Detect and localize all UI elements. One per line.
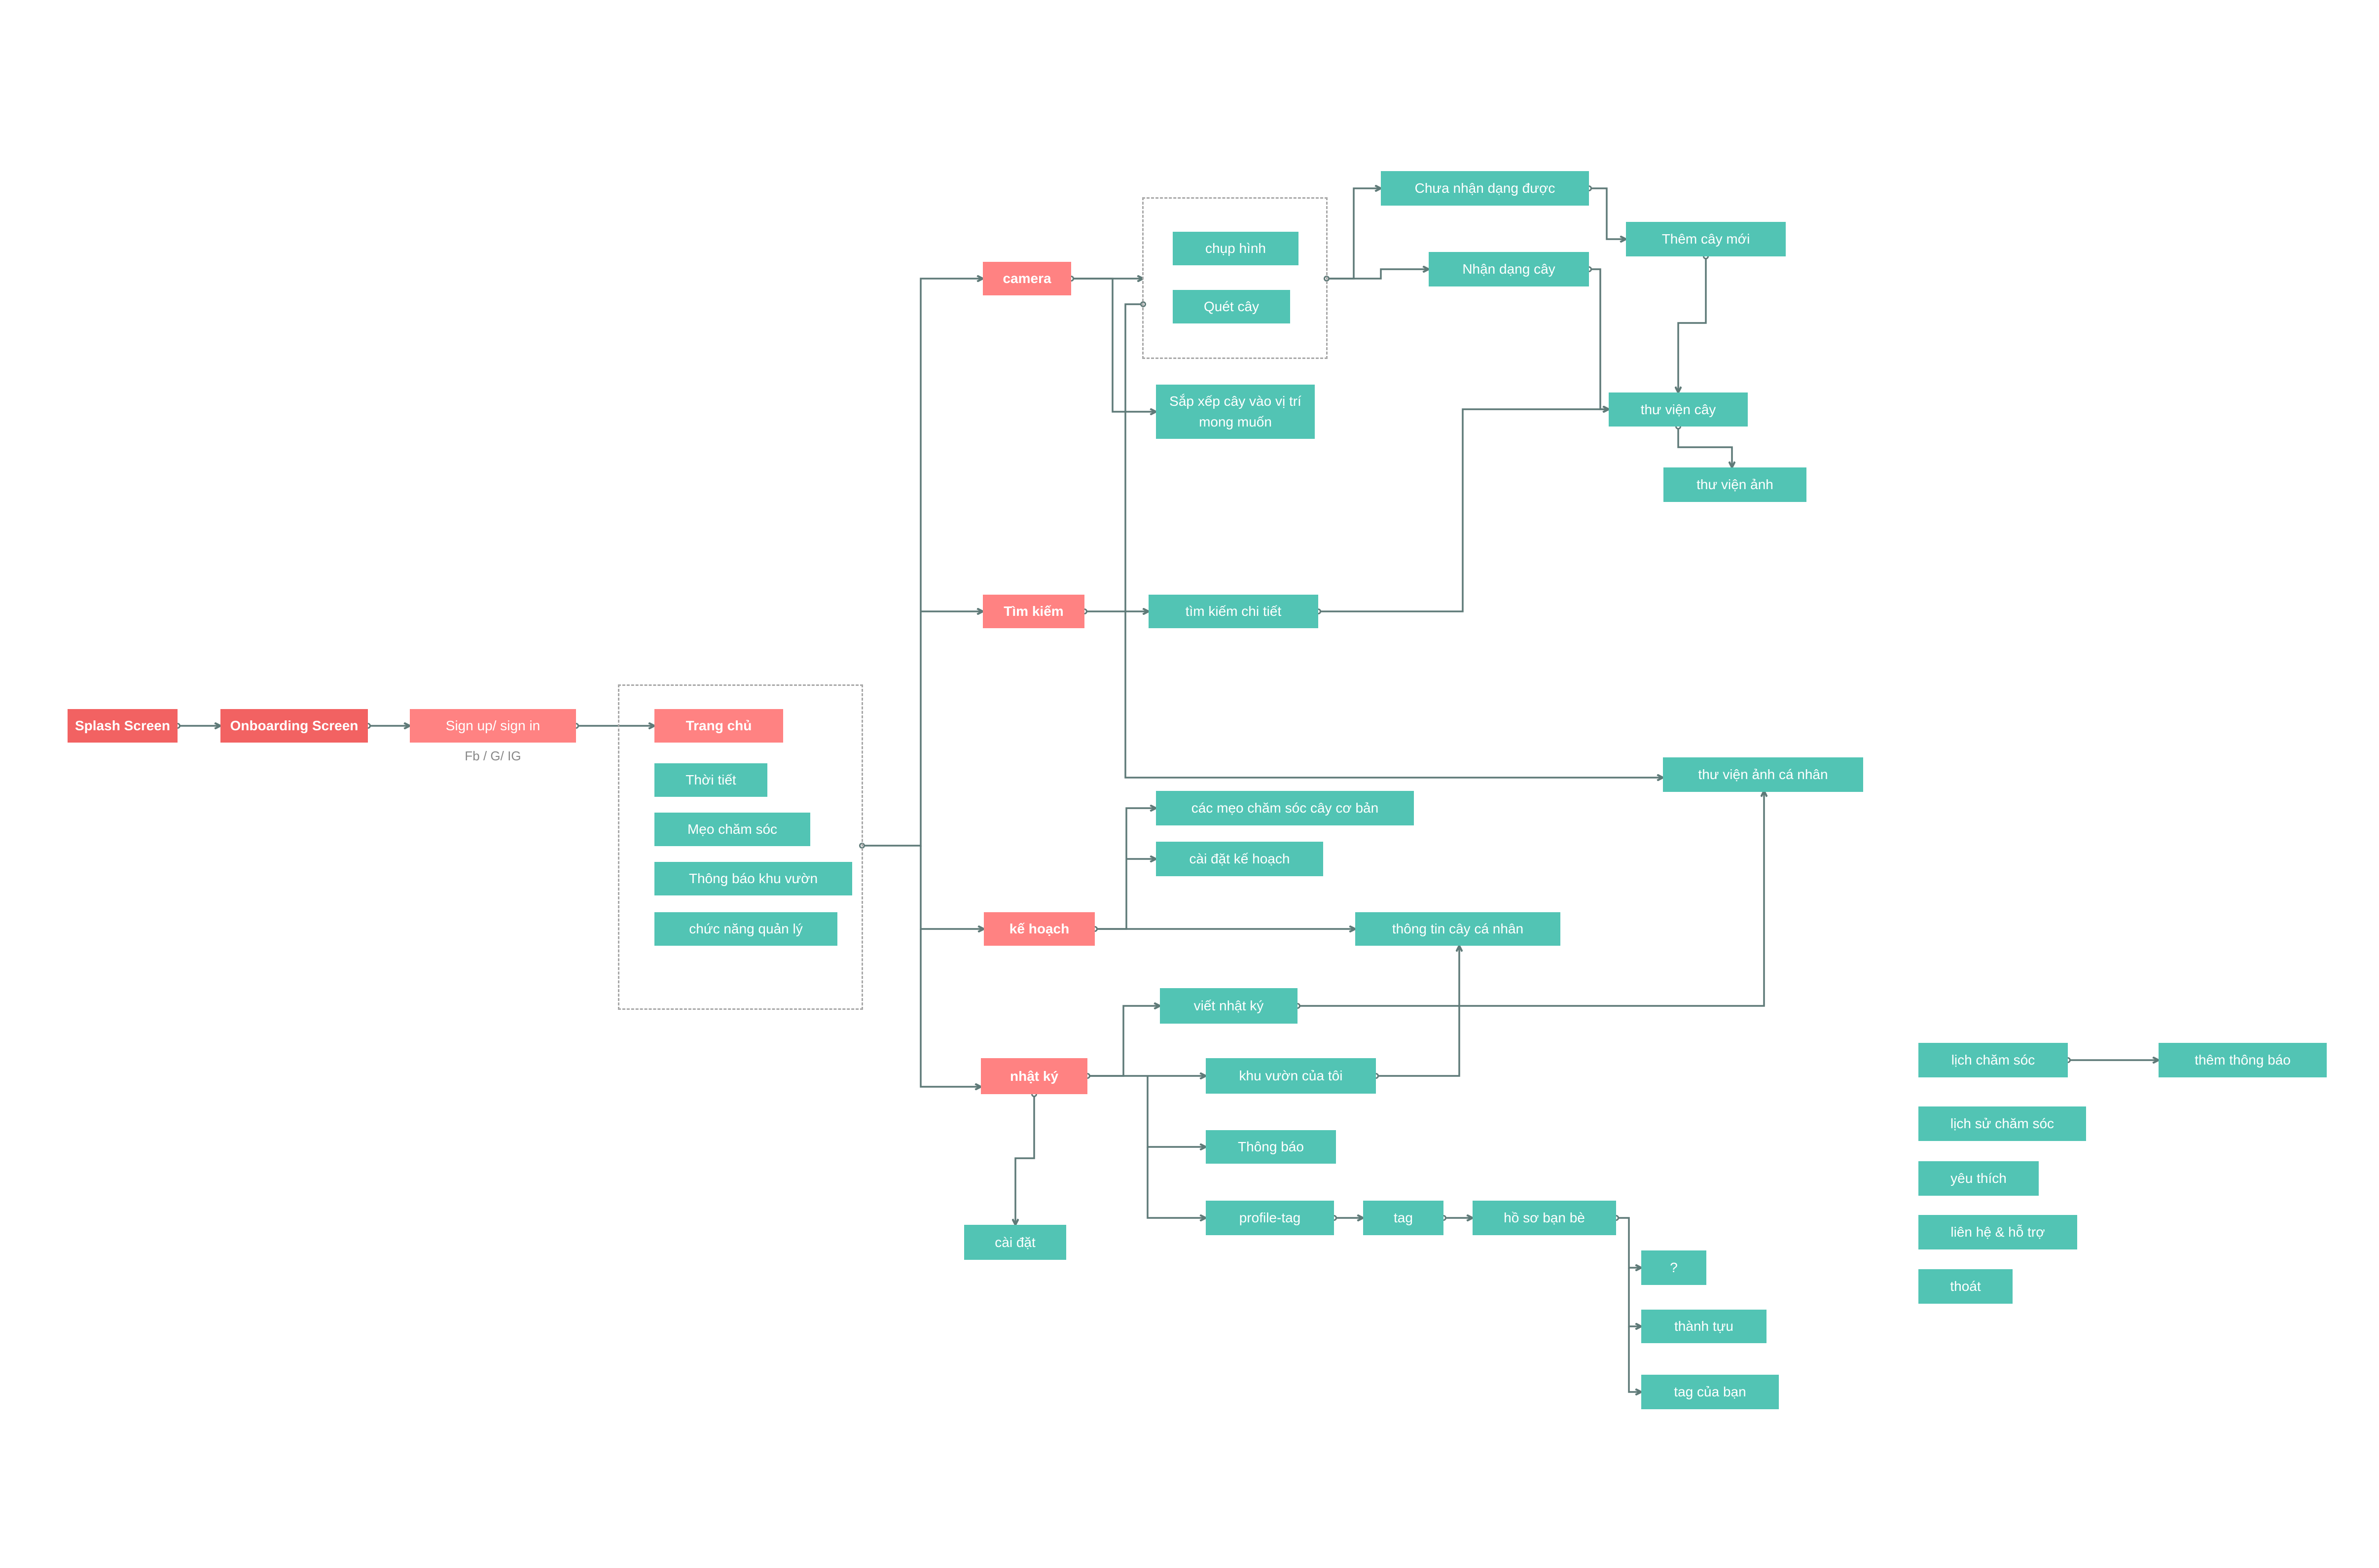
thong-bao-node[interactable]: Thông báo — [1206, 1130, 1336, 1164]
lien-he-ho-tro-node[interactable]: liên hệ & hỗ trợ — [1918, 1215, 2077, 1249]
edge-group-chua — [1327, 188, 1381, 280]
edge-thuviencay-thuviananh — [1677, 427, 1732, 467]
cai-dat-ke-hoach-node[interactable]: cài đặt kế hoạch — [1156, 842, 1323, 876]
thong-bao-khu-vuon-node[interactable]: Thông báo khu vườn — [654, 862, 852, 895]
edge-nhatky-profile — [1147, 1147, 1206, 1218]
chuc-nang-quan-ly-node[interactable]: chức năng quản lý — [654, 912, 837, 946]
edge-group-nhandang — [1327, 269, 1429, 280]
camera-group — [1142, 197, 1328, 359]
edge-chitiet-thuviencay — [1318, 409, 1609, 612]
lich-su-cham-soc-node[interactable]: lịch sử chăm sóc — [1918, 1106, 2086, 1141]
chua-nhan-dang-node[interactable]: Chưa nhận dạng được — [1381, 171, 1589, 206]
edge-viet-anhcanhan — [1298, 791, 1764, 1007]
tag-cua-ban-node[interactable]: tag của bạn — [1641, 1375, 1779, 1409]
profile-tag-node[interactable]: profile-tag — [1206, 1201, 1334, 1235]
yeu-thich-node[interactable]: yêu thích — [1918, 1161, 2039, 1196]
edge-kehoach-meo — [1095, 808, 1156, 930]
thoi-tiet-node[interactable]: Thời tiết — [654, 763, 767, 797]
tim-kiem-node[interactable]: Tìm kiếm — [983, 595, 1084, 628]
thong-tin-cay-ca-nhan-node[interactable]: thông tin cây cá nhân — [1355, 912, 1560, 946]
cac-meo-cham-soc-node[interactable]: các mẹo chăm sóc cây cơ bản — [1156, 791, 1414, 825]
edge-chua-themcay — [1589, 187, 1626, 239]
viet-nhat-ky-node[interactable]: viết nhật ký — [1160, 988, 1298, 1024]
ke-hoach-node[interactable]: kế hoạch — [984, 912, 1095, 946]
trang-chu-node[interactable]: Trang chủ — [654, 709, 783, 743]
question-node[interactable]: ? — [1641, 1250, 1706, 1285]
edge-camera-sapxep — [1071, 278, 1156, 412]
edge-themcay-thuviencay — [1678, 256, 1707, 392]
edge-hoso-thanhtuu — [1628, 1268, 1641, 1326]
edge-hoso-question — [1616, 1217, 1641, 1268]
home-group — [618, 684, 863, 1010]
chup-hinh-node[interactable]: chụp hình — [1173, 232, 1298, 265]
edge-nhatky-caidat — [1015, 1094, 1035, 1225]
tim-kiem-chi-tiet-node[interactable]: tìm kiếm chi tiết — [1149, 595, 1318, 628]
signup-note: Fb / G/ IG — [465, 748, 521, 763]
thu-vien-anh-node[interactable]: thư viện ảnh — [1663, 467, 1806, 502]
edge-nhatky-thongbao — [1147, 1076, 1206, 1147]
quet-cay-node[interactable]: Quét cây — [1173, 290, 1290, 323]
edge-nhatky-viet — [1087, 1006, 1160, 1077]
signup-node[interactable]: Sign up/ sign in — [410, 709, 576, 743]
edge-home-nhatky — [920, 929, 981, 1087]
tag-node[interactable]: tag — [1363, 1201, 1443, 1235]
thu-vien-cay-node[interactable]: thư viện cây — [1609, 392, 1748, 427]
thoat-node[interactable]: thoát — [1918, 1269, 2013, 1304]
thu-vien-anh-ca-nhan-node[interactable]: thư viện ảnh cá nhân — [1663, 757, 1863, 792]
edge-hoso-tagcuaban — [1628, 1326, 1641, 1392]
edge-nhandang-thuviencay — [1589, 268, 1609, 409]
thanh-tuu-node[interactable]: thành tựu — [1641, 1310, 1766, 1343]
them-thong-bao-node[interactable]: thêm thông báo — [2159, 1043, 2327, 1077]
onboarding-screen-node[interactable]: Onboarding Screen — [220, 709, 368, 743]
edge-home-kehoach — [920, 846, 984, 929]
khu-vuon-cua-toi-node[interactable]: khu vườn của tôi — [1206, 1058, 1376, 1094]
edge-camera-anhcanhan — [1124, 303, 1663, 778]
lich-cham-soc-node[interactable]: lịch chăm sóc — [1918, 1043, 2068, 1077]
edge-home-camera — [862, 279, 983, 847]
ho-so-ban-be-node[interactable]: hồ sơ bạn bè — [1473, 1201, 1616, 1235]
camera-node[interactable]: camera — [983, 262, 1071, 295]
sap-xep-cay-node[interactable]: Sắp xếp cây vào vị trí mong muốn — [1156, 385, 1315, 439]
splash-screen-node[interactable]: Splash Screen — [68, 709, 178, 743]
nhan-dang-cay-node[interactable]: Nhận dạng cây — [1429, 252, 1589, 286]
nhat-ky-node[interactable]: nhật ký — [981, 1058, 1087, 1094]
meo-cham-soc-node[interactable]: Mẹo chăm sóc — [654, 813, 810, 846]
edge-khuvuon-thongtin — [1376, 946, 1459, 1077]
cai-dat-node[interactable]: cài đặt — [964, 1225, 1066, 1260]
them-cay-moi-node[interactable]: Thêm cây mới — [1626, 222, 1786, 256]
